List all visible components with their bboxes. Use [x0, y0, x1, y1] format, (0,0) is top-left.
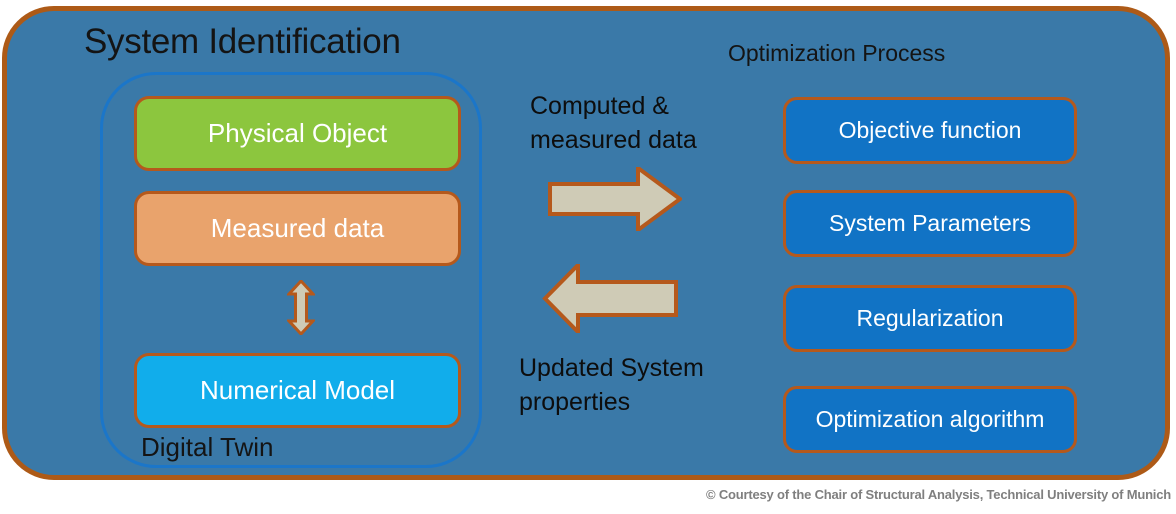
optimization-algorithm-label: Optimization algorithm [815, 406, 1045, 432]
numerical-model-label: Numerical Model [199, 375, 396, 405]
optimization-process-title: Optimization Process [728, 40, 946, 66]
diagram-title: System Identification [84, 22, 401, 61]
backward-flow-label-line2: properties [519, 388, 631, 416]
numerical-model-box: Numerical Model [134, 353, 461, 428]
regularization-box: Regularization [783, 285, 1077, 352]
left-arrow-icon [542, 264, 678, 333]
measured-data-label: Measured data [210, 213, 385, 243]
forward-flow-label-line2: measured data [530, 126, 697, 154]
system-parameters-box: System Parameters [783, 190, 1077, 257]
bidirectional-arrow-icon [287, 280, 315, 335]
digital-twin-container [100, 72, 482, 468]
forward-flow-label-line1: Computed & [530, 92, 669, 120]
regularization-label: Regularization [856, 305, 1004, 331]
forward-flow-label: Computed & measured data [530, 89, 697, 157]
physical-object-label: Physical Object [207, 118, 388, 148]
backward-flow-label: Updated System properties [519, 351, 704, 419]
right-arrow-icon [548, 167, 682, 231]
physical-object-box: Physical Object [134, 96, 461, 171]
optimization-algorithm-box: Optimization algorithm [783, 386, 1077, 453]
backward-flow-label-line1: Updated System [519, 354, 704, 382]
objective-function-label: Objective function [838, 117, 1022, 143]
digital-twin-label: Digital Twin [141, 432, 274, 462]
objective-function-box: Objective function [783, 97, 1077, 164]
copyright-credit: © Courtesy of the Chair of Structural An… [706, 487, 1171, 502]
measured-data-box: Measured data [134, 191, 461, 266]
system-parameters-label: System Parameters [829, 210, 1031, 236]
